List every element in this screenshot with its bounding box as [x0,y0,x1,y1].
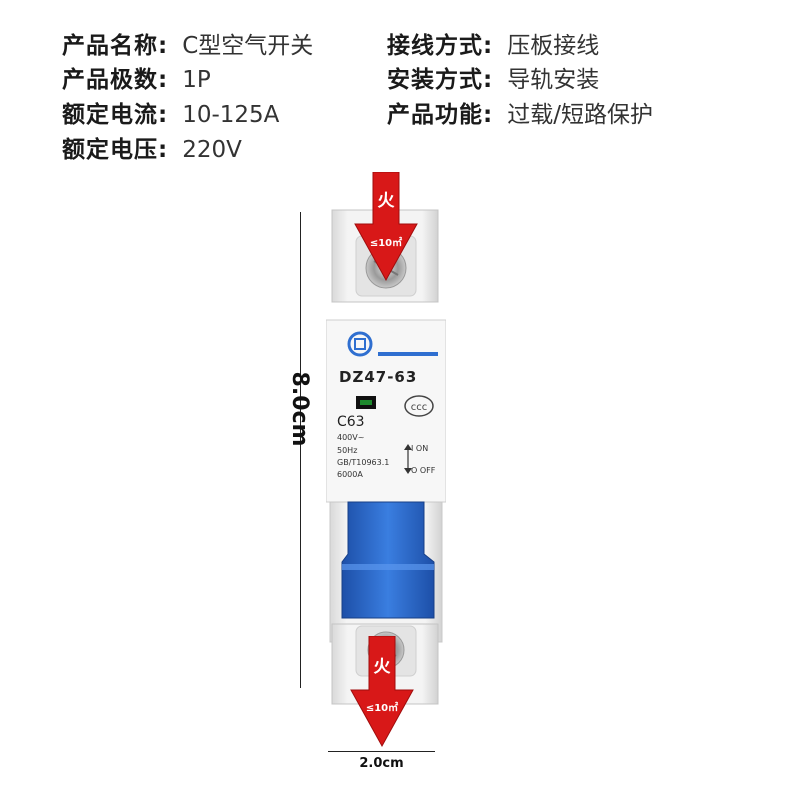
spec-value: 过载/短路保护 [507,102,653,128]
spec-mounting: 安装方式: 导轨安装 [387,63,599,97]
arrow-wire-size: ≤10㎡ [365,703,399,714]
arrow-down-icon [354,172,418,282]
spec-function: 产品功能: 过载/短路保护 [387,98,653,132]
spec-label: 额定电流: [62,102,169,128]
spec-rated-voltage: 额定电压: 220V [62,133,242,167]
arrow-live-char: 火 [377,191,395,211]
spec-label: 产品极数: [62,67,169,93]
spec-label: 产品名称: [62,33,169,59]
spec-poles: 产品极数: 1P [62,63,211,97]
spec-wiring: 接线方式: 压板接线 [387,29,599,63]
arrow-down-icon [350,636,414,748]
svg-text:ccc: ccc [411,402,428,413]
breaker-frequency-label: 50Hz [337,446,358,455]
breaker-capacity-label: 6000A [337,470,363,479]
breaker-model-label: DZ47-63 [339,368,418,386]
breaker-off-label: O OFF [411,466,436,475]
spec-label: 接线方式: [387,33,494,59]
spec-value: 10-125A [182,102,280,128]
arrow-wire-size: ≤10㎡ [369,238,403,249]
height-dimension-label: 8.0cm [287,371,312,447]
spec-value: 压板接线 [507,33,600,59]
height-dimension-line [300,212,301,688]
spec-list: 产品名称: C型空气开关 产品极数: 1P 额定电流: 10-125A 额定电压: 22… [0,0,800,170]
arrow-live-char: 火 [373,657,391,677]
spec-rated-current: 额定电流: 10-125A [62,98,279,132]
width-dimension-line [328,751,435,752]
spec-product-name: 产品名称: C型空气开关 [62,29,313,63]
outgoing-live-arrow: 火 ≤10㎡ [347,636,417,748]
ccc-mark-icon [404,395,434,417]
spec-value: 1P [182,67,211,93]
spec-label: 额定电压: [62,137,169,163]
spec-label: 产品功能: [387,102,494,128]
spec-value: 导轨安装 [507,67,600,93]
brand-logo-icon [347,331,373,357]
spec-value: 220V [182,137,242,163]
breaker-voltage-label: 400V~ [337,433,365,442]
spec-value: C型空气开关 [182,33,314,59]
breaker-rating-label: C63 [337,414,365,430]
incoming-live-arrow: 火 ≤10㎡ [351,172,421,282]
breaker-on-label: I ON [411,444,429,453]
breaker-standard-label: GB/T10963.1 [337,458,390,467]
spec-label: 安装方式: [387,67,494,93]
width-dimension-label: 2.0cm [359,756,404,771]
